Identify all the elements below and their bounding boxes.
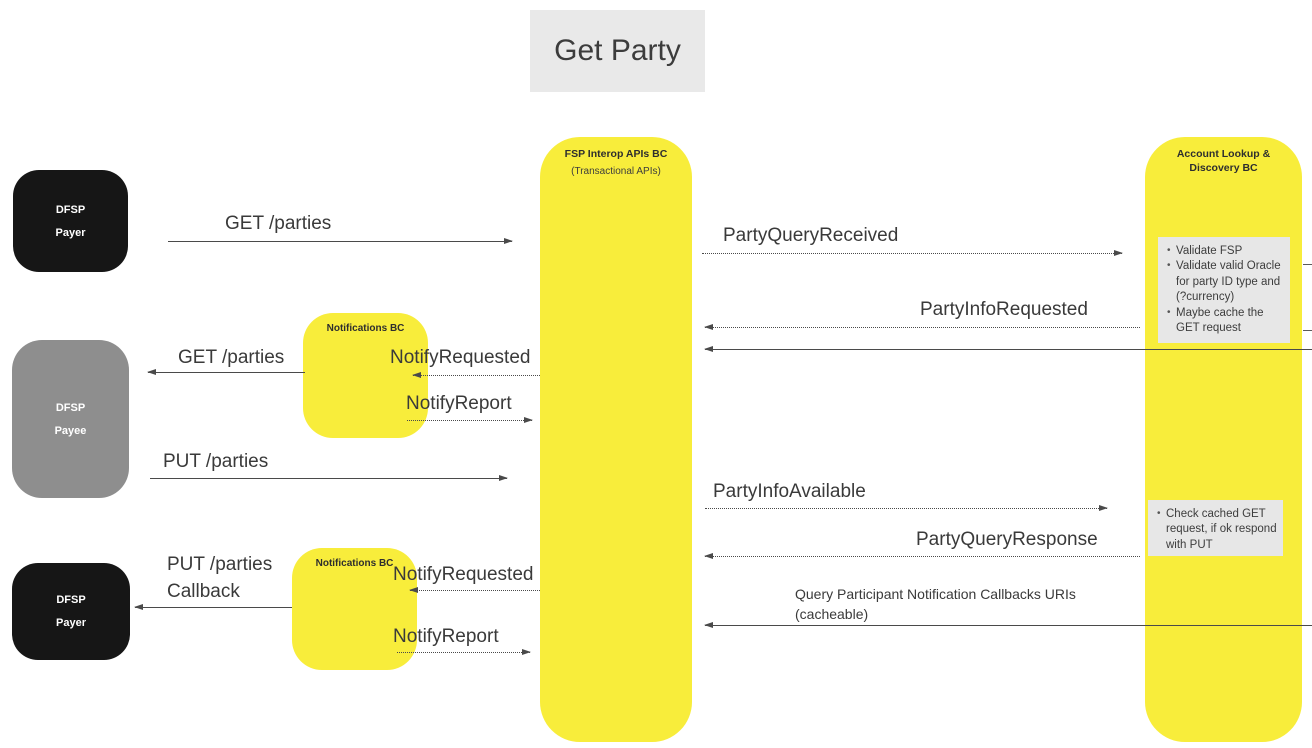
arrow-party-info-available <box>705 505 1108 511</box>
label-line1: Query Participant Notification Callbacks… <box>795 586 1076 602</box>
note-item: Check cached GET request, if ok respond … <box>1154 507 1277 553</box>
arrow-get-parties-to-fsp <box>168 238 513 244</box>
label-party-query-response: PartyQueryResponse <box>916 529 1098 550</box>
participant-name: Notifications BC <box>326 323 405 334</box>
participant-name: Notifications BC <box>315 558 394 569</box>
participant-name: FSP Interop APIs BC <box>564 148 668 160</box>
label-put-parties-callback: PUT /parties Callback <box>167 551 272 605</box>
arrow-put-parties-to-fsp <box>150 475 508 481</box>
actor-dfsp-payee: DFSP Payee <box>12 340 129 498</box>
participant-notifications-bc-bottom: Notifications BC <box>292 548 417 670</box>
note-bullet-list: Validate FSP Validate valid Oracle for p… <box>1164 244 1284 336</box>
right-edge-stub-bottom <box>1303 330 1312 331</box>
arrow-solid-return-to-fsp <box>704 346 1312 352</box>
note-item: Validate FSP <box>1164 244 1284 259</box>
label-party-query-received: PartyQueryReceived <box>723 225 899 246</box>
participant-notifications-bc-top: Notifications BC <box>303 313 428 438</box>
note-validate-fsp: Validate FSP Validate valid Oracle for p… <box>1158 237 1290 343</box>
arrow-party-query-response <box>704 553 1140 559</box>
note-bullet-list: Check cached GET request, if ok respond … <box>1154 507 1277 553</box>
arrow-notify-requested-1 <box>412 372 540 378</box>
actor-label-line1: DFSP <box>56 594 86 606</box>
note-item: Maybe cache the GET request <box>1164 306 1284 337</box>
actor-label-line1: DFSP <box>55 401 86 414</box>
note-item: Validate valid Oracle for party ID type … <box>1164 259 1284 305</box>
arrow-put-parties-callback-to-payer <box>134 604 292 610</box>
arrow-get-parties-to-payee <box>147 369 305 375</box>
participant-subtitle: (Transactional APIs) <box>571 166 661 178</box>
label-query-participant-callbacks: Query Participant Notification Callbacks… <box>795 584 1076 624</box>
actor-label-line2: Payer <box>56 617 86 629</box>
label-notify-requested-1: NotifyRequested <box>390 347 531 368</box>
label-notify-report-2: NotifyReport <box>393 626 499 647</box>
actor-dfsp-payer-top: DFSP Payer <box>13 170 128 272</box>
arrow-notify-requested-2 <box>409 587 540 593</box>
arrow-notify-report-1 <box>407 417 533 423</box>
label-party-info-requested: PartyInfoRequested <box>920 299 1088 320</box>
participant-name: Account Lookup & Discovery BC <box>1176 148 1271 175</box>
arrow-party-query-received <box>702 250 1123 256</box>
actor-label-line1: DFSP <box>55 203 86 216</box>
participant-account-lookup-discovery-bc: Account Lookup & Discovery BC <box>1145 137 1302 742</box>
arrow-party-info-requested <box>704 324 1140 330</box>
label-notify-requested-2: NotifyRequested <box>393 564 534 585</box>
actor-label-line2: Payee <box>54 424 87 437</box>
label-line2: (cacheable) <box>795 606 869 622</box>
label-party-info-available: PartyInfoAvailable <box>713 481 866 502</box>
arrow-query-participant-callbacks <box>704 622 1312 628</box>
participant-fsp-interop-apis-bc: FSP Interop APIs BC (Transactional APIs) <box>540 137 692 742</box>
label-put-parties: PUT /parties <box>163 451 269 472</box>
arrow-notify-report-2 <box>397 649 531 655</box>
actor-label-line2: Payer <box>55 226 86 239</box>
note-check-cached-get: Check cached GET request, if ok respond … <box>1148 500 1283 556</box>
diagram-title-box: Get Party <box>530 10 705 92</box>
label-notify-report-1: NotifyReport <box>406 393 512 414</box>
diagram-title: Get Party <box>554 34 681 67</box>
label-get-parties-1: GET /parties <box>225 213 332 234</box>
label-line2: Callback <box>167 581 240 602</box>
actor-dfsp-payer-bottom: DFSP Payer <box>12 563 130 660</box>
label-get-parties-2: GET /parties <box>178 347 285 368</box>
label-line1: PUT /parties <box>167 554 273 575</box>
right-edge-stub-top <box>1303 264 1312 265</box>
